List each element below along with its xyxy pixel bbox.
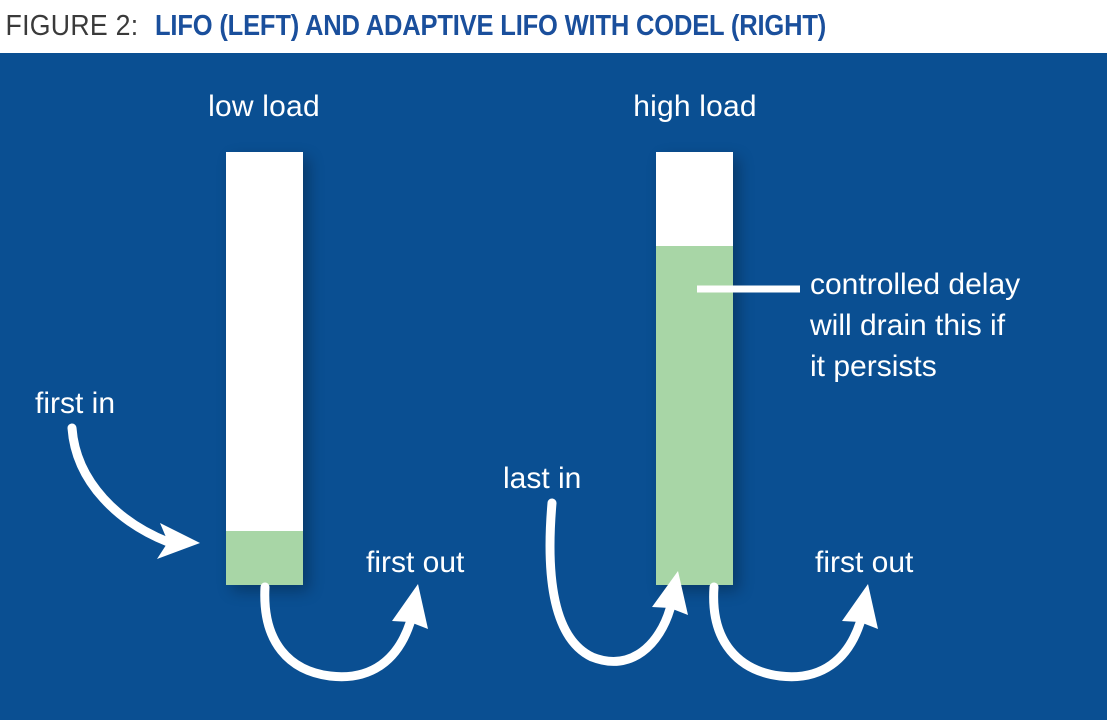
figure-title-main: LIFO (LEFT) AND ADAPTIVE LIFO WITH CODEL… xyxy=(154,10,826,42)
annotation-first-in: first in xyxy=(35,387,116,420)
curved-arrow-up-right-icon-right xyxy=(709,582,878,682)
annotation-first-out-low-load: first out xyxy=(366,546,465,579)
figure-title-bar: FIGURE 2: LIFO (LEFT) AND ADAPTIVE LIFO … xyxy=(0,0,1107,53)
queue-fill-low-load xyxy=(226,530,303,585)
curved-arrow-up-right-icon-left xyxy=(260,582,428,682)
callout-line-2: will drain this if xyxy=(810,309,1006,342)
callout-line-1: controlled delay xyxy=(810,268,1021,301)
panel-label-low-load: low load xyxy=(208,90,320,123)
diagram-canvas: low load high load xyxy=(0,53,1107,720)
annotation-first-out-high-load: first out xyxy=(815,546,914,579)
arrow-overlay xyxy=(67,285,878,682)
curved-arrow-up-right-icon-lastin xyxy=(545,498,688,666)
callout-line-3: it persists xyxy=(810,350,937,383)
queue-bar-high-load xyxy=(656,152,733,585)
annotation-last-in: last in xyxy=(503,462,582,495)
annotation-controlled-delay-callout: controlled delay will drain this if it p… xyxy=(810,264,1020,387)
queue-bar-low-load xyxy=(226,152,303,585)
queue-fill-high-load xyxy=(656,245,733,585)
curved-arrow-down-right-icon xyxy=(67,423,200,559)
panel-label-high-load: high load xyxy=(633,90,757,123)
figure-title-prefix: FIGURE 2: xyxy=(5,10,139,42)
